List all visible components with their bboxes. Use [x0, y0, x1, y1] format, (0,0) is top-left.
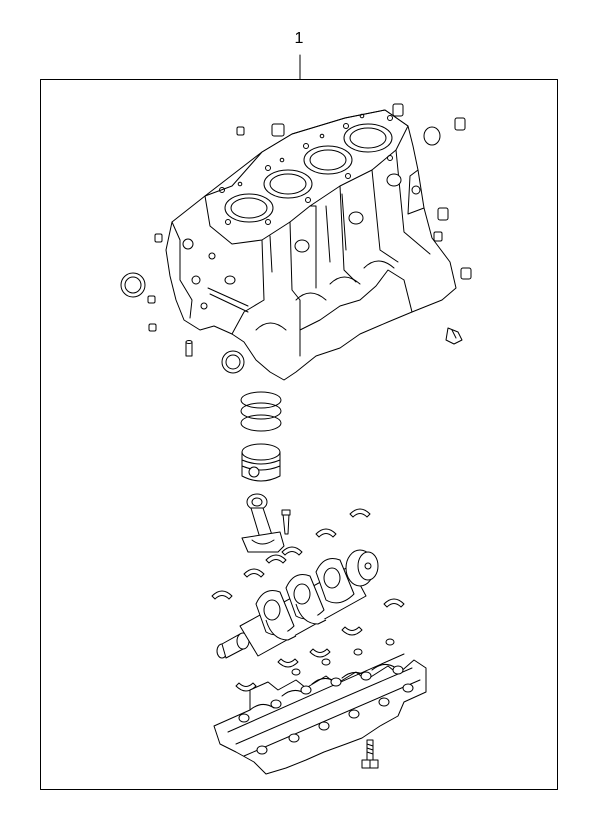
diagram-frame [40, 79, 558, 790]
bolt [361, 739, 379, 769]
block-plugs-and-dowels [120, 103, 472, 374]
bearing-shells [211, 508, 405, 692]
crankshaft [216, 549, 379, 659]
part-callout-number: 1 [294, 30, 304, 47]
cylinder-block [165, 109, 457, 381]
piston [241, 443, 281, 482]
piston-rings [240, 391, 282, 432]
drain-plug [445, 327, 463, 345]
bearing-cap-girdle [213, 638, 427, 775]
connecting-rod [241, 493, 291, 553]
